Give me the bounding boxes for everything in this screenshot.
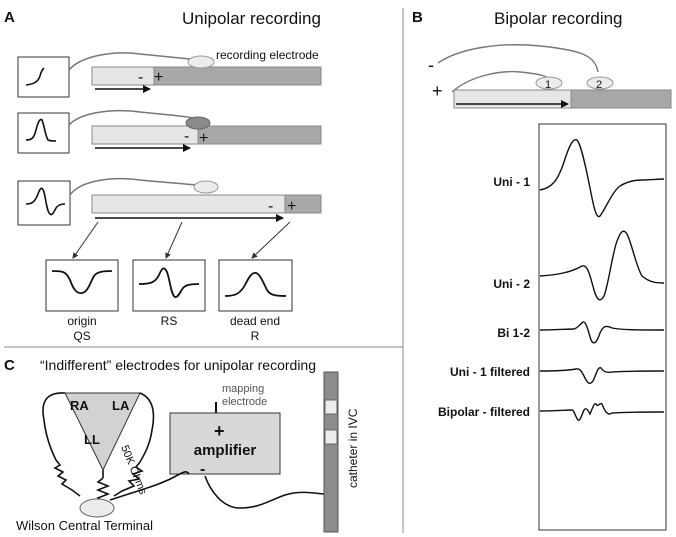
trace-uni-1-filtered xyxy=(539,367,665,385)
trace-uni-1 xyxy=(539,139,665,218)
trace-uni-2 xyxy=(539,230,665,301)
catheter-electrode-1 xyxy=(324,399,338,415)
unipolar-row-2: - + xyxy=(17,109,322,154)
panel-a: A Unipolar recording recording electrode… xyxy=(4,9,322,343)
signal-box-3 xyxy=(17,180,71,226)
signal-box-2 xyxy=(17,112,70,154)
la-wire xyxy=(139,392,155,463)
recording-electrode-3 xyxy=(193,180,219,194)
ivc-catheter xyxy=(323,371,339,533)
morphology-label-r: R xyxy=(251,329,260,343)
amp-to-catheter-wire xyxy=(204,475,331,509)
signal-box-1 xyxy=(17,56,70,98)
recording-electrode-2 xyxy=(185,116,211,130)
catheter-label: catheter in IVC xyxy=(346,408,360,488)
trace-label-uni-1-filtered: Uni - 1 filtered xyxy=(450,365,530,379)
rs-waveform xyxy=(138,267,200,298)
bipolar-electrode-2 xyxy=(586,76,614,90)
lead-ra-label: RA xyxy=(70,398,89,413)
trace-label-uni-2: Uni - 2 xyxy=(493,277,530,291)
wilson-central-terminal-node xyxy=(79,498,115,518)
amplifier-label: amplifier xyxy=(194,442,257,459)
mapping-electrode-label-1: mapping xyxy=(222,383,264,395)
morphology-rs: RS xyxy=(132,259,206,328)
bipolar-wire-plus xyxy=(451,70,551,93)
panel-a-title: Unipolar recording xyxy=(182,9,321,28)
panel-b: B Bipolar recording - + 1 2 Uni - 1 Uni … xyxy=(412,9,672,531)
signal-trace-2 xyxy=(25,118,57,142)
panel-c-title: “Indifferent” electrodes for unipolar re… xyxy=(40,357,316,373)
qs-waveform xyxy=(51,270,113,294)
trace-bi-1-2 xyxy=(539,321,665,344)
bipolar-plus-sign: + xyxy=(432,81,443,101)
trace-label-bi: Bi 1-2 xyxy=(497,326,530,340)
wct-label: Wilson Central Terminal xyxy=(16,518,153,533)
tissue-resting-3 xyxy=(284,194,322,214)
lead-la-label: LA xyxy=(112,398,130,413)
morphology-label-origin: origin xyxy=(67,314,96,328)
morphology-qs: origin QS xyxy=(45,259,119,343)
electrode-wire-2 xyxy=(68,109,201,126)
resistor-la xyxy=(113,461,144,497)
pointer-arrow-rs xyxy=(165,221,183,259)
bipolar-minus-sign: - xyxy=(428,55,434,75)
einthoven-triangle xyxy=(64,392,141,472)
morphology-box-qs xyxy=(45,259,119,312)
unipolar-row-3: - + xyxy=(17,177,322,226)
trace-box xyxy=(538,123,667,531)
electrode-label: recording electrode xyxy=(216,48,319,62)
signal-trace-3 xyxy=(25,187,66,216)
signal-trace-1 xyxy=(25,67,45,86)
panel-b-letter: B xyxy=(412,9,423,26)
morphology-label-rs: RS xyxy=(161,314,178,328)
pointer-arrow-origin xyxy=(72,221,99,259)
mapping-electrode-label-2: electrode xyxy=(222,396,267,408)
morphology-label-qs: QS xyxy=(73,329,90,343)
recording-electrode-1 xyxy=(187,55,215,69)
resistor-ra xyxy=(53,459,81,497)
ra-wire xyxy=(42,392,66,461)
morphology-box-r xyxy=(218,259,293,312)
amplifier-plus: + xyxy=(214,421,225,441)
plus-sign-2: + xyxy=(199,130,208,147)
bipolar-electrode-2-label: 2 xyxy=(596,79,602,91)
bipolar-tissue-activated xyxy=(453,89,572,109)
minus-sign-3: - xyxy=(268,198,273,215)
minus-sign-1: - xyxy=(138,69,143,86)
tissue-activated-1 xyxy=(91,66,155,86)
amplifier-box xyxy=(169,412,281,475)
electrode-wire-1 xyxy=(68,52,201,71)
unipolar-row-1: recording electrode - + xyxy=(17,48,322,98)
panel-c: C “Indifferent” electrodes for unipolar … xyxy=(4,357,360,533)
bipolar-electrode-1 xyxy=(535,76,563,90)
panel-b-title: Bipolar recording xyxy=(494,9,623,28)
panel-c-letter: C xyxy=(4,357,15,374)
pointer-arrow-deadend xyxy=(251,221,291,259)
bipolar-wire-minus xyxy=(437,44,599,73)
plus-sign-3: + xyxy=(287,198,296,215)
lead-ll-label: LL xyxy=(84,432,100,447)
morphology-r: dead end R xyxy=(218,259,293,343)
trace-label-uni-1: Uni - 1 xyxy=(493,175,530,189)
tissue-activated-2 xyxy=(91,125,199,145)
r-waveform xyxy=(224,272,287,297)
plus-sign-1: + xyxy=(154,69,163,86)
tissue-resting-1 xyxy=(153,66,322,86)
wct-to-amp-wire xyxy=(109,471,190,501)
tissue-resting-2 xyxy=(197,125,322,145)
trace-bipolar-filtered xyxy=(539,402,665,422)
amplifier-minus: - xyxy=(200,461,205,478)
bipolar-electrode-1-label: 1 xyxy=(545,79,551,91)
bipolar-tissue-resting xyxy=(570,89,672,109)
tissue-activated-3 xyxy=(91,194,286,214)
morphology-label-deadend: dead end xyxy=(230,314,280,328)
electrode-wire-3 xyxy=(69,177,207,196)
minus-sign-2: - xyxy=(184,128,189,145)
catheter-electrode-2 xyxy=(324,429,338,445)
trace-label-bipolar-filtered: Bipolar - filtered xyxy=(438,405,530,419)
morphology-box-rs xyxy=(132,259,206,312)
panel-a-letter: A xyxy=(4,9,15,26)
